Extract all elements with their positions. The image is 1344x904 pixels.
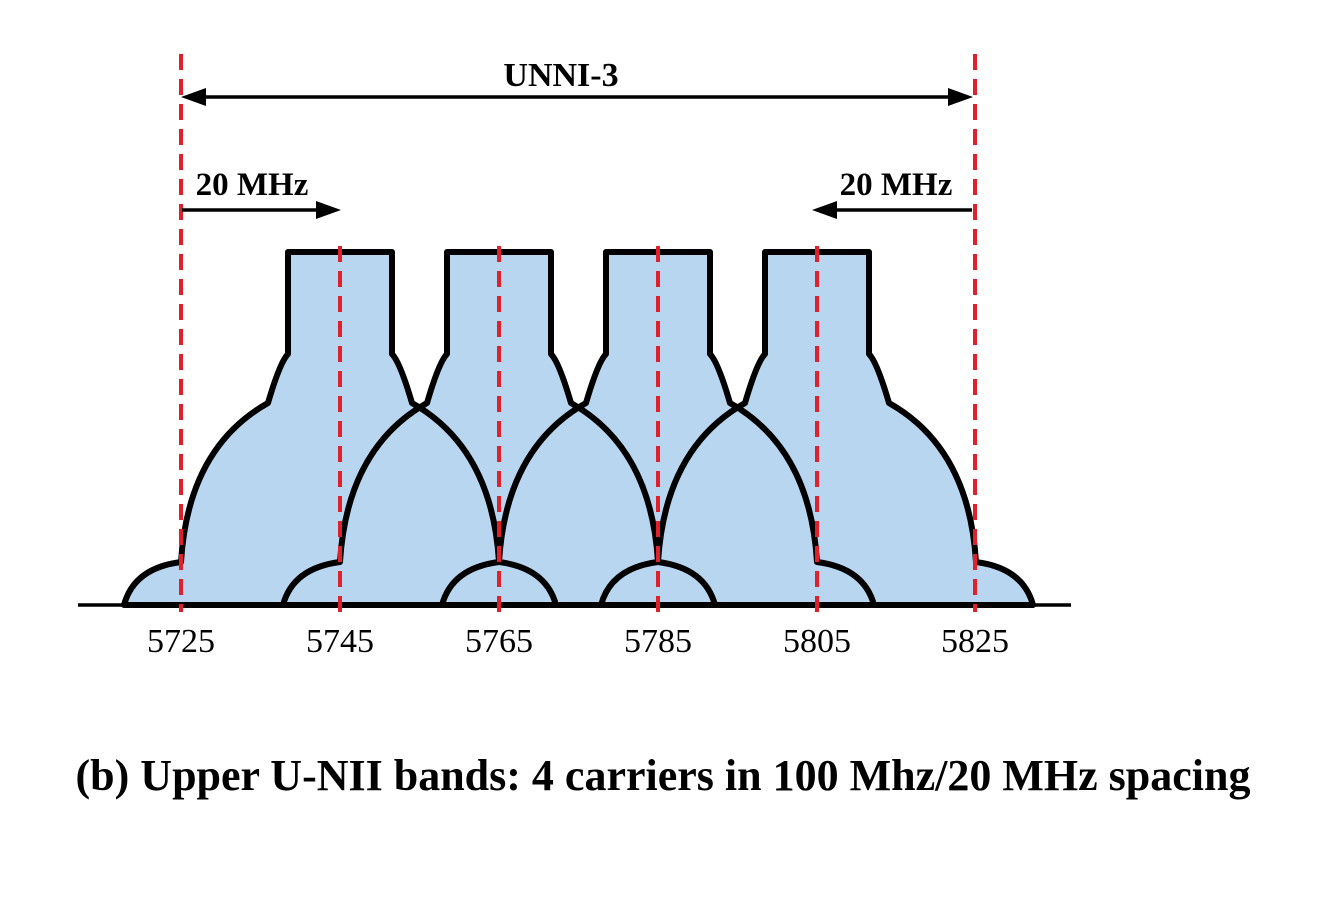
band-label: UNNI-3 (503, 57, 618, 94)
guard-left-label: 20 MHz (196, 167, 309, 203)
tick-label-5765: 5765 (465, 623, 533, 660)
tick-label-5725: 5725 (147, 623, 215, 660)
tick-label-5785: 5785 (624, 623, 692, 660)
figure-caption: (b) Upper U-NII bands: 4 carriers in 100… (76, 751, 1251, 800)
frequency-tick-labels: 5725 5745 5765 5785 5805 5825 (147, 623, 1009, 660)
tick-label-5805: 5805 (783, 623, 851, 660)
carrier-spectra (121, 249, 1036, 608)
tick-label-5745: 5745 (306, 623, 374, 660)
guard-right-label: 20 MHz (840, 167, 953, 203)
tick-label-5825: 5825 (941, 623, 1009, 660)
guard-left-arrow (182, 201, 341, 219)
band-span-arrow (181, 88, 973, 106)
guard-right-arrow (812, 201, 972, 219)
frequency-markers (179, 54, 977, 612)
